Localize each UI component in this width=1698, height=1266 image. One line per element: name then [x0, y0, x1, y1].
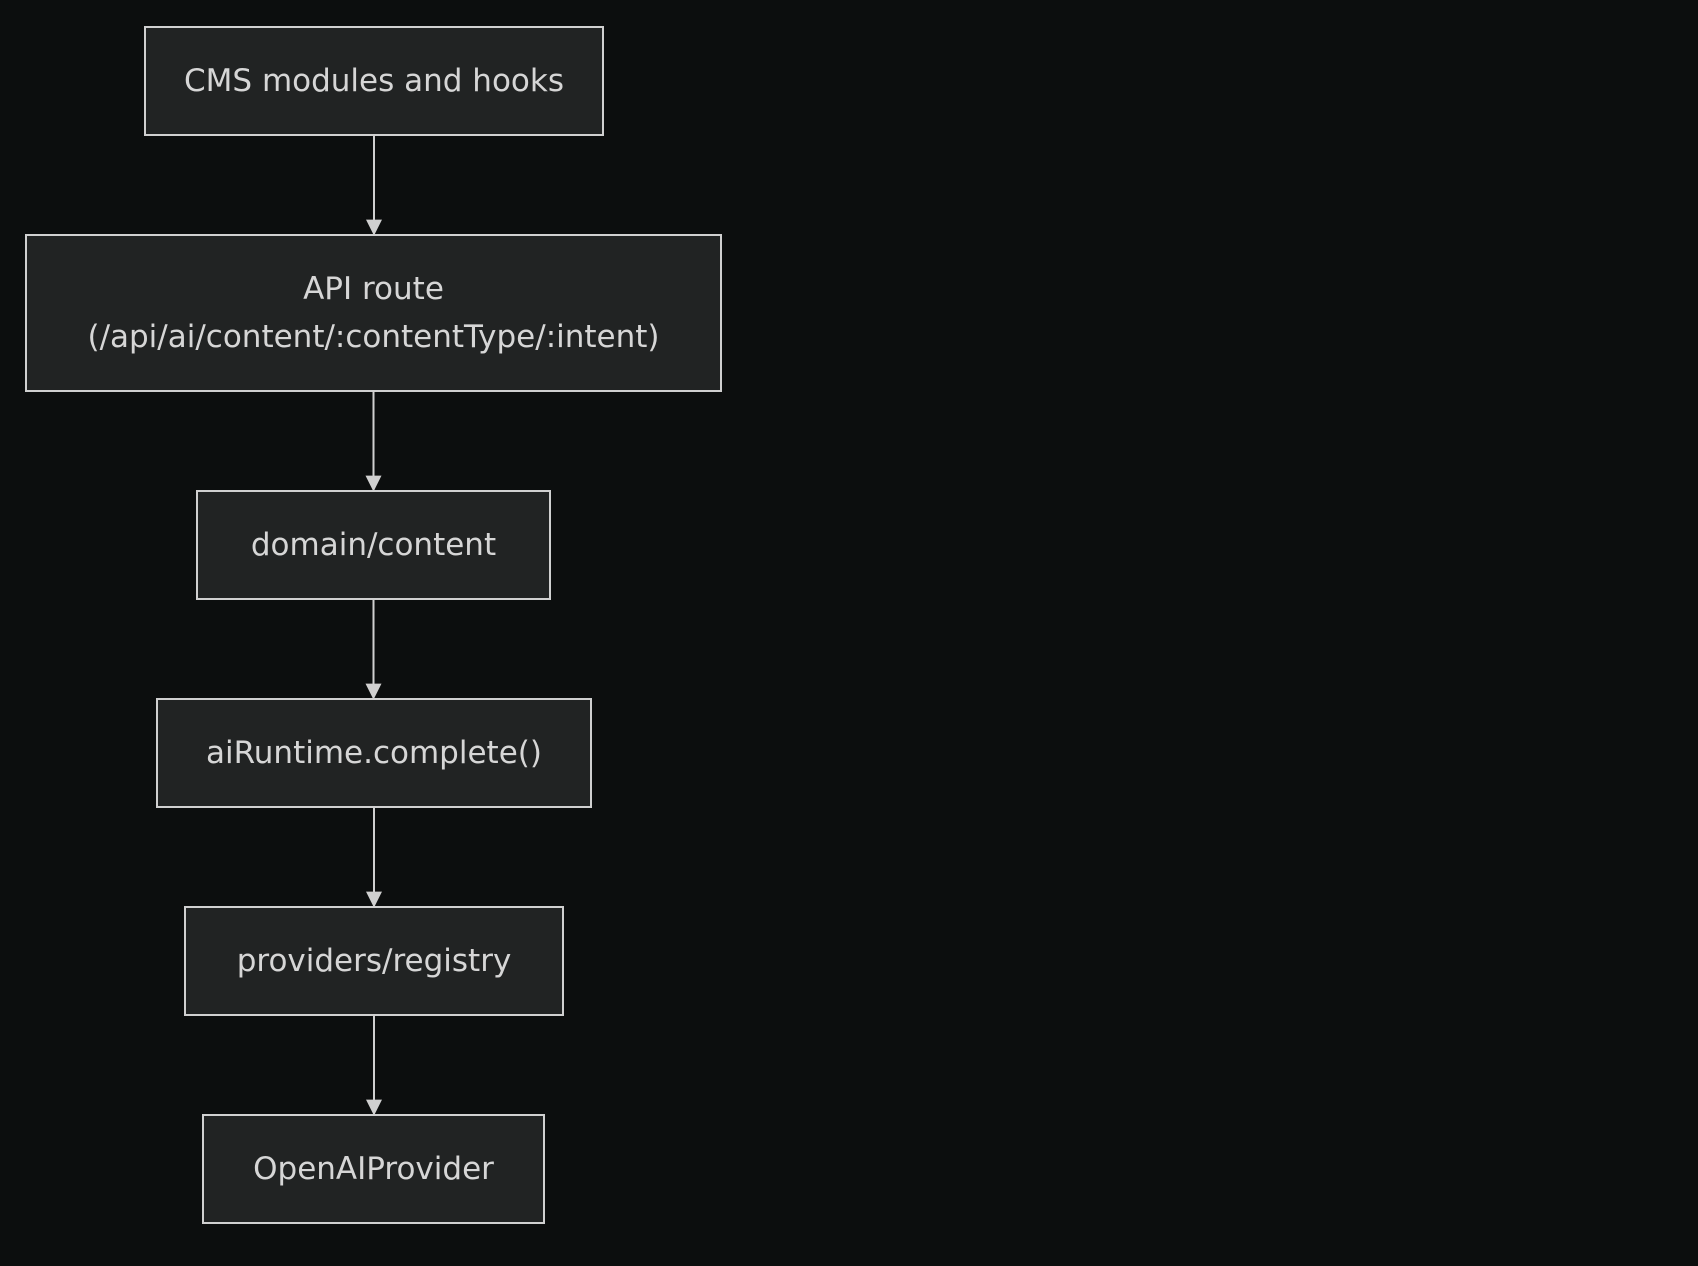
- node-label: domain/content: [250, 527, 497, 563]
- node-label: aiRuntime.complete(): [206, 735, 542, 771]
- node-label-path: (/api/ai/content/:contentType/:intent): [87, 319, 660, 355]
- node-label: OpenAIProvider: [253, 1151, 494, 1187]
- node-label: providers/registry: [236, 943, 512, 979]
- node-api-route: API route (/api/ai/content/:contentType/…: [25, 234, 722, 392]
- node-domain-content: domain/content: [196, 490, 551, 600]
- node-providers-registry: providers/registry: [184, 906, 564, 1016]
- node-label: API route: [303, 271, 444, 307]
- node-openai-provider: OpenAIProvider: [202, 1114, 545, 1224]
- node-airuntime-complete: aiRuntime.complete(): [156, 698, 592, 808]
- node-cms-modules-and-hooks: CMS modules and hooks: [144, 26, 604, 136]
- node-label: CMS modules and hooks: [184, 63, 564, 99]
